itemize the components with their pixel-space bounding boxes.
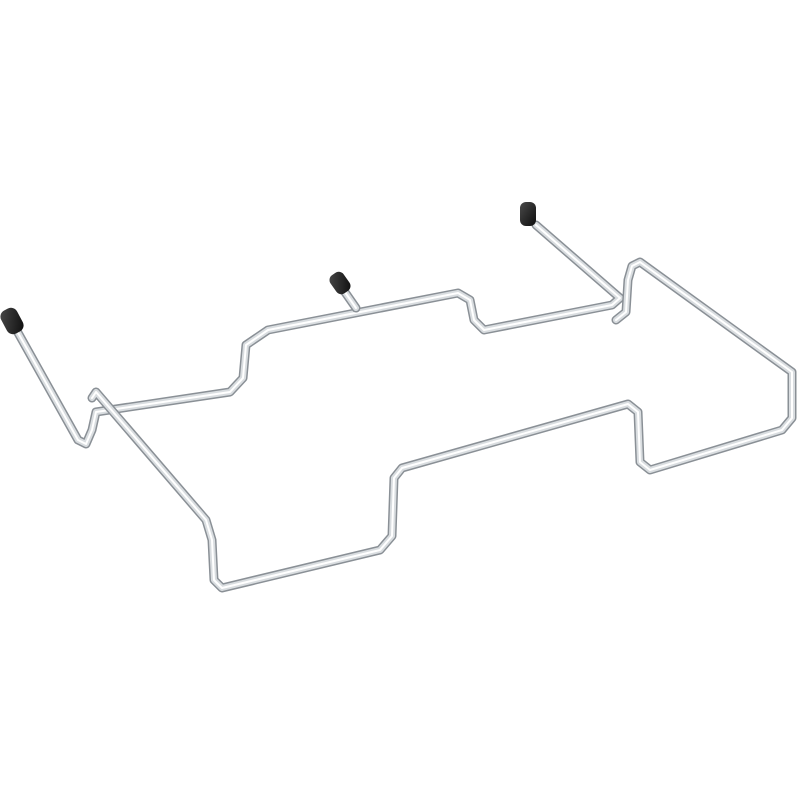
right-end-cap: [520, 202, 536, 226]
middle-end-cap: [329, 271, 351, 295]
front-wire: [87, 257, 797, 593]
end-caps: [0, 202, 536, 335]
back-wire: [7, 220, 625, 449]
left-end-cap: [0, 307, 24, 335]
